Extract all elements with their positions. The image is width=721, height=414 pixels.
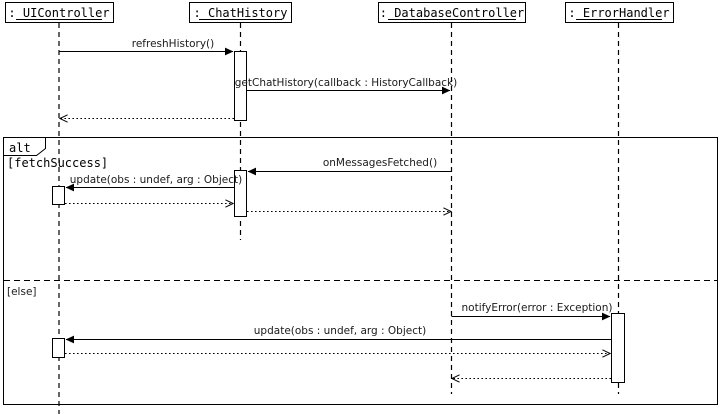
message-notify-error[interactable]: notifyError(error : Exception) xyxy=(451,302,613,321)
lifeline-label: : ChatHistory xyxy=(194,6,288,20)
message-label: notifyError(error : Exception) xyxy=(462,302,613,314)
message-refresh-history[interactable]: refreshHistory() xyxy=(59,38,234,56)
lifeline-header-box xyxy=(378,2,526,23)
activation-bar-error-handler-1 xyxy=(611,313,625,383)
message-label: refreshHistory() xyxy=(132,38,214,50)
message-on-messages-fetched[interactable]: onMessagesFetched() xyxy=(247,157,451,176)
activation-bar-ui-controller-1 xyxy=(52,186,65,205)
activation-bar-ui-controller-2 xyxy=(52,338,65,358)
fragment-operator-tag xyxy=(3,137,46,156)
message-update-error[interactable]: update(obs : undef, arg : Object) xyxy=(65,325,612,344)
fragment-guard-1: [else] xyxy=(7,286,37,298)
message-get-chat-history[interactable]: getChatHistory(callback : HistoryCallbac… xyxy=(235,77,457,95)
activation-bar-chat-history-1 xyxy=(234,51,247,121)
message-label: onMessagesFetched() xyxy=(323,157,437,169)
lifeline-label: : ErrorHandler xyxy=(568,6,669,20)
fragment-frame xyxy=(3,137,718,405)
lifeline-database-controller[interactable]: : DatabaseController xyxy=(378,2,526,395)
message-label: update(obs : undef, arg : Object) xyxy=(254,325,426,337)
fragment-guard-0: [fetchSuccess] xyxy=(7,156,108,170)
lifeline-chat-history[interactable]: : ChatHistory xyxy=(189,2,292,241)
lifeline-header-box xyxy=(5,2,114,23)
lifeline-header-box xyxy=(189,2,292,23)
combined-fragment-alt: alt [fetchSuccess] [else] xyxy=(3,137,718,405)
lifeline-label: : UIController xyxy=(8,6,109,20)
message-update-success[interactable]: update(obs : undef, arg : Object) xyxy=(65,174,242,192)
fragment-operator-label: alt xyxy=(9,141,31,155)
lifeline-header-box xyxy=(565,2,674,23)
message-label: update(obs : undef, arg : Object) xyxy=(70,174,242,186)
lifeline-label: : DatabaseController xyxy=(380,6,525,20)
activation-bar-chat-history-2 xyxy=(234,170,247,217)
message-label: getChatHistory(callback : HistoryCallbac… xyxy=(235,77,457,89)
